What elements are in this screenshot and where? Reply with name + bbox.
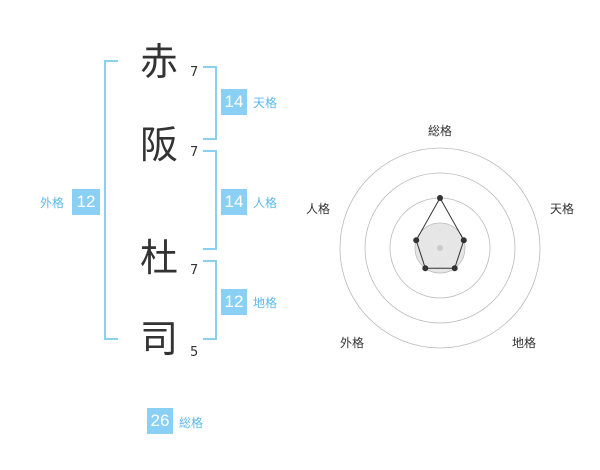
tenkaku-label: 天格	[253, 96, 278, 110]
gaikaku-bracket	[104, 60, 118, 340]
radar-ring-4	[339, 147, 541, 349]
stroke-count-3: 7	[190, 263, 199, 278]
chikaku-value: 12	[221, 289, 247, 315]
radar-ring-3	[364, 172, 516, 324]
jinkaku-value: 14	[221, 189, 247, 215]
radar-point-1	[460, 237, 467, 244]
name-char-4: 司	[139, 317, 178, 361]
radar-point-4	[413, 237, 420, 244]
radar-center-dot	[437, 245, 443, 251]
radar-point-2	[451, 265, 458, 272]
radar-axis-label-gaikaku: 外格	[339, 336, 364, 350]
name-char-1: 赤	[139, 40, 178, 84]
jinkaku-bracket	[203, 150, 217, 250]
radar-series-line	[415, 196, 465, 269]
radar-ring-1	[414, 222, 466, 274]
tenkaku-value: 14	[221, 89, 247, 115]
stroke-count-4: 5	[190, 345, 199, 360]
jinkaku-label: 人格	[253, 196, 278, 210]
gaikaku-label: 外格	[40, 196, 65, 210]
name-char-3: 杜	[139, 236, 178, 280]
radar-point-0	[437, 195, 443, 201]
tenkaku-bracket	[203, 66, 217, 140]
radar-axis-label-chikaku: 地格	[511, 336, 536, 350]
gaikaku-value: 12	[72, 189, 100, 215]
chikaku-label: 地格	[253, 296, 278, 310]
soukaku-value: 26	[147, 408, 173, 434]
stroke-count-2: 7	[190, 145, 199, 160]
chikaku-bracket	[203, 260, 217, 340]
soukaku-label: 総格	[179, 416, 204, 430]
radar-point-3	[422, 265, 429, 272]
name-char-2: 阪	[139, 123, 178, 167]
stroke-count-1: 7	[190, 65, 199, 80]
radar-axis-label-jinkaku: 人格	[305, 202, 330, 216]
radar-axis-label-soukaku: 総格	[427, 124, 452, 138]
radar-axis-label-tenkaku: 天格	[549, 202, 574, 216]
